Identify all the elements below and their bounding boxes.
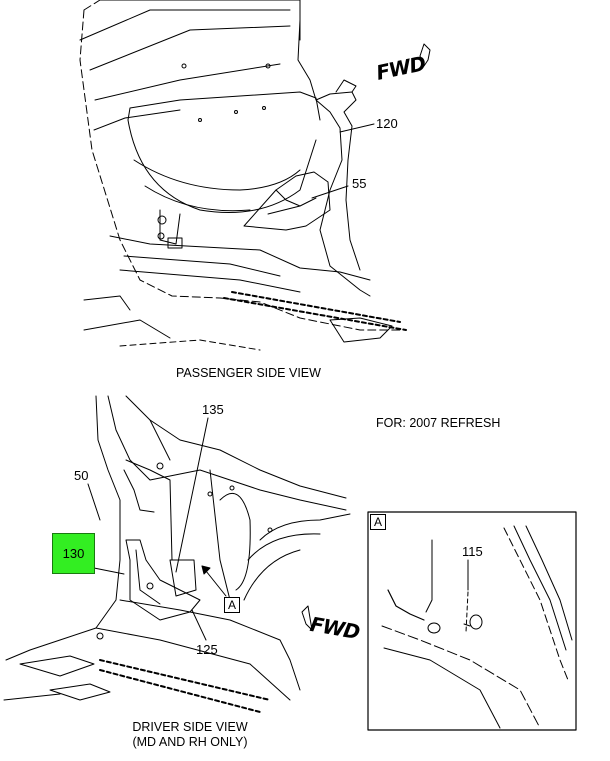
- detail-ref-box: A: [224, 597, 240, 613]
- callout-50: 50: [74, 468, 89, 483]
- detail-arrow-icon: [201, 565, 211, 575]
- driver-caption-line2: (MD AND RH ONLY): [132, 735, 248, 749]
- fwd-arrow-icon: [419, 43, 431, 67]
- leader-120: [339, 123, 375, 133]
- driver-side-illustration: [3, 395, 351, 713]
- leader-50: [87, 483, 101, 521]
- detail-tag-box: A: [370, 514, 386, 530]
- callout-115: 115: [462, 544, 483, 559]
- callout-120: 120: [376, 116, 398, 131]
- leader-55: [311, 185, 349, 199]
- leader-135: [175, 417, 209, 573]
- fwd-arrow-icon-bottom: [301, 605, 313, 631]
- passenger-side-illustration: [79, 0, 407, 351]
- detail-a-illustration: [381, 525, 573, 729]
- passenger-caption: PASSENGER SIDE VIEW: [176, 366, 321, 380]
- callout-125: 125: [196, 642, 218, 657]
- callout-130-highlight[interactable]: 130: [52, 533, 95, 574]
- leader-125: [191, 609, 207, 641]
- driver-caption-line1: DRIVER SIDE VIEW: [132, 720, 248, 734]
- detail-a-frame: [367, 511, 577, 731]
- callout-55: 55: [352, 176, 367, 191]
- callout-135: 135: [202, 402, 224, 417]
- refresh-note: FOR: 2007 REFRESH: [376, 416, 501, 430]
- leader-130: [93, 567, 125, 575]
